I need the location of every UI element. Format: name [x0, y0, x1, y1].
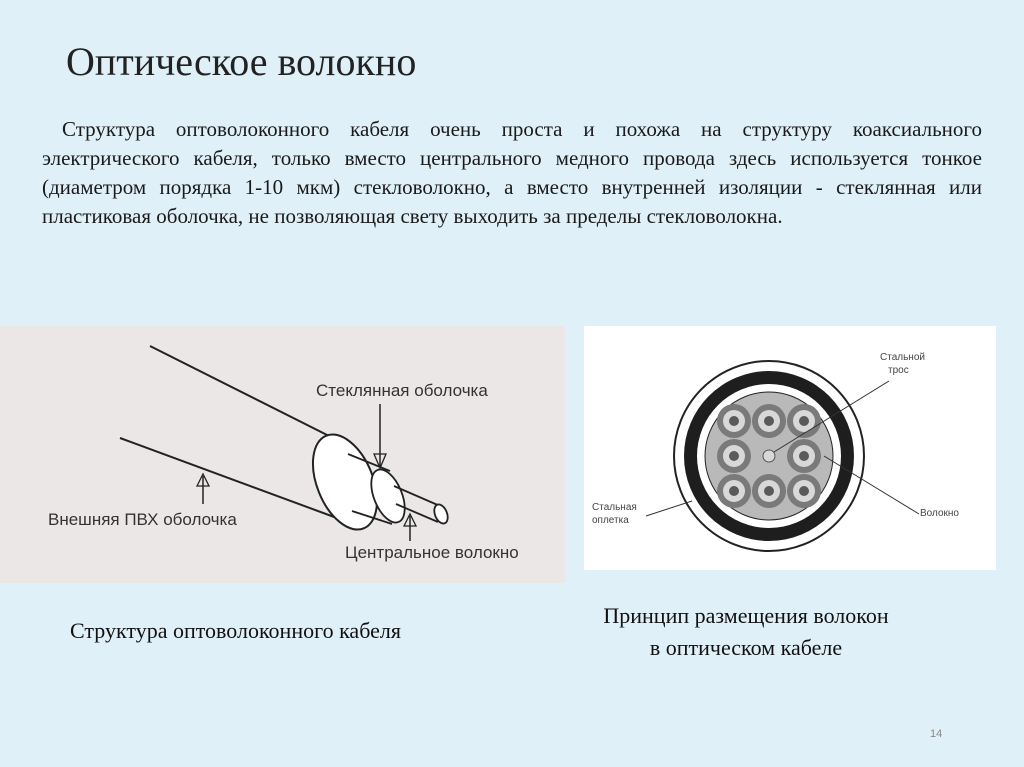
label-glass-sheath: Стеклянная оболочка [316, 381, 488, 400]
cable-structure-figure: Стеклянная оболочка Внешняя ПВХ оболочка… [0, 326, 565, 583]
fiber-tube-1 [717, 404, 751, 438]
fiber-leader [823, 455, 920, 515]
fiber-tube-7 [752, 474, 786, 508]
steel-braid-leader [645, 500, 693, 517]
fiber-arrow-head [402, 512, 418, 527]
fiber-tube-5 [787, 439, 821, 473]
outer-bottom-line [119, 437, 346, 522]
fiber-tube-2 [752, 404, 786, 438]
sheath-arrow-head [373, 453, 387, 470]
page-number: 14 [930, 728, 943, 740]
outer-jacket-end [311, 433, 379, 531]
label-outer-pvc: Внешняя ПВХ оболочка [48, 510, 237, 529]
outer-top-line [149, 345, 346, 445]
steel-cable-leader [773, 380, 890, 453]
label-steel-cable-2: трос [888, 365, 909, 376]
label-steel-braid-1: Стальная [592, 502, 637, 513]
central-fiber-end [433, 503, 449, 525]
fiber-tube-3 [787, 404, 821, 438]
label-steel-braid-2: оплетка [592, 515, 629, 526]
fiber-tube-6 [717, 474, 751, 508]
steel-cable-center [762, 449, 776, 463]
fiber-bottom-line [395, 503, 439, 523]
glass-sheath-end [370, 468, 406, 524]
fiber-tube-8 [787, 474, 821, 508]
cross-section-drawing: Стальной трос Волокно Стальная оплетка [592, 352, 959, 552]
sheath-bottom-line [351, 510, 393, 525]
fiber-bundle [717, 404, 821, 508]
label-central-fiber: Центральное волокно [345, 543, 519, 562]
cable-structure-drawing: Стеклянная оболочка Внешняя ПВХ оболочка… [48, 345, 519, 562]
fiber-arrangement-figure: Стальной трос Волокно Стальная оплетка [584, 326, 996, 570]
caption-cable-structure: Структура оптоволоконного кабеля [70, 618, 401, 643]
slide-title: Оптическое волокно [66, 39, 417, 84]
caption-line-2: в оптическом кабеле [649, 635, 843, 660]
fiber-top-line [393, 485, 441, 507]
label-steel-cable-1: Стальной [880, 352, 925, 363]
caption-fiber-arrangement: Принцип размещения волокон в оптическом … [596, 600, 896, 664]
caption-line-1: Принцип размещения волокон [603, 603, 889, 628]
label-fiber: Волокно [920, 508, 959, 519]
description-paragraph: Структура оптоволоконного кабеля очень п… [42, 117, 982, 228]
sheath-top-line [347, 453, 391, 472]
pvc-arrow-head [195, 472, 211, 487]
fiber-tube-4 [717, 439, 751, 473]
